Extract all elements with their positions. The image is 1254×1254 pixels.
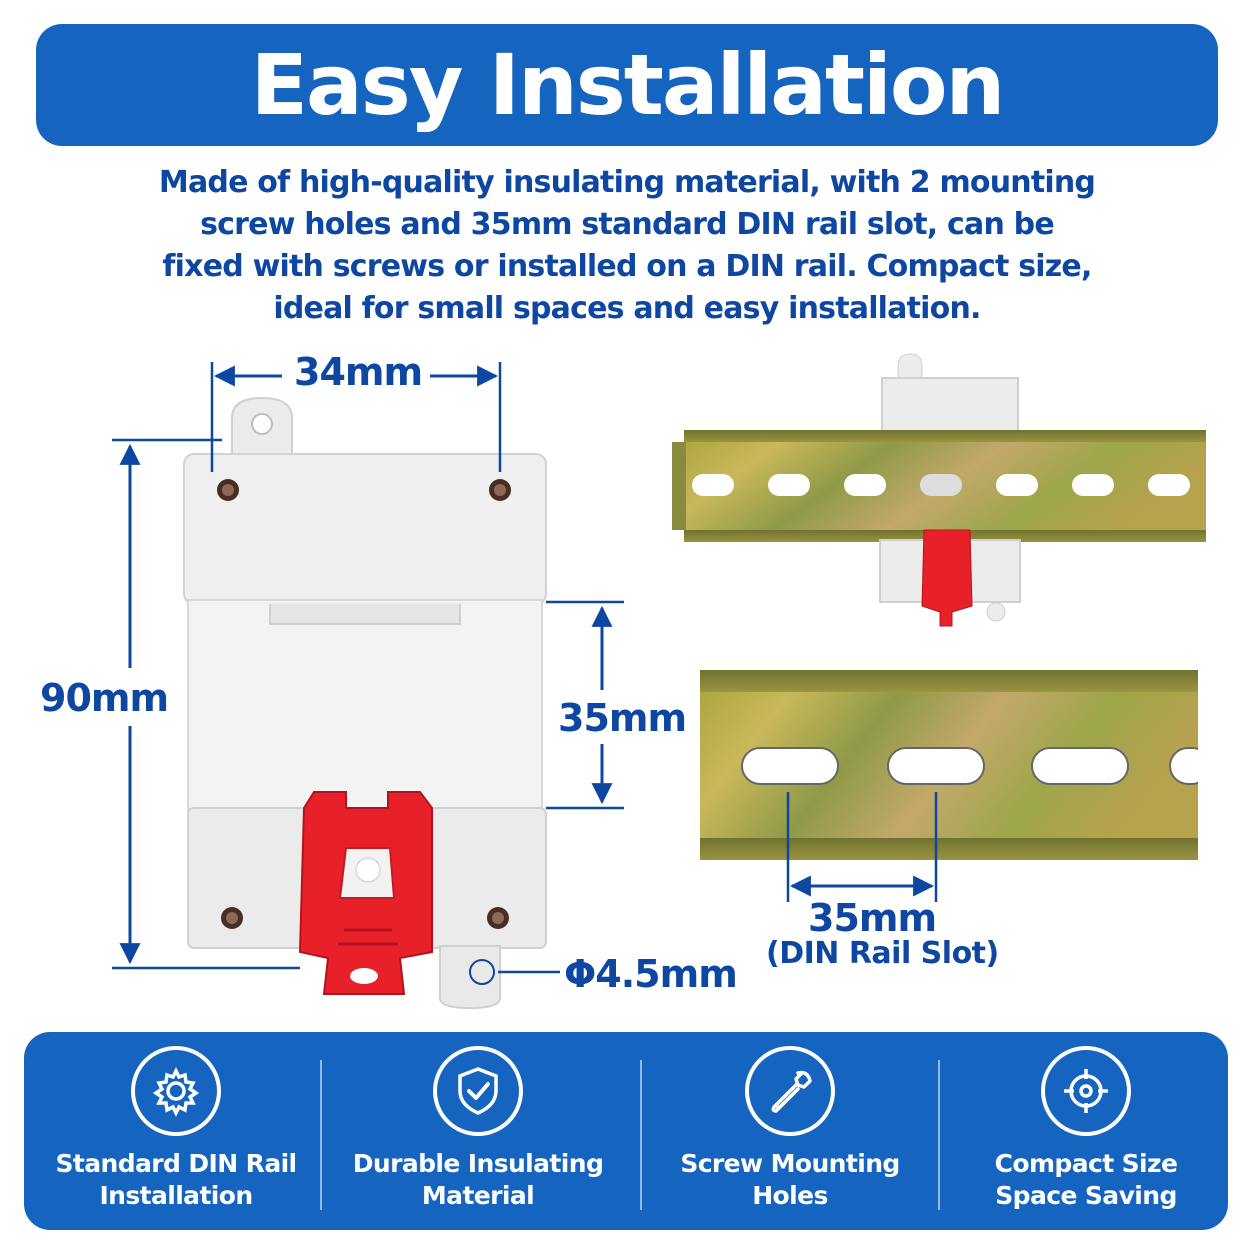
feature-insulating: Durable Insulating Material bbox=[342, 1032, 614, 1230]
din-clip bbox=[298, 791, 433, 995]
feature-label: Compact Size bbox=[994, 1149, 1178, 1178]
divider bbox=[640, 1060, 642, 1210]
divider bbox=[320, 1060, 322, 1210]
feature-label: Screw Mounting bbox=[680, 1149, 900, 1178]
shield-check-icon bbox=[433, 1046, 523, 1136]
height-label: 90mm bbox=[40, 676, 169, 720]
mounted-rail bbox=[672, 353, 1206, 627]
feature-din-rail: Standard DIN Rail Installation bbox=[46, 1032, 306, 1230]
product-illustration bbox=[112, 353, 1254, 1010]
feature-label: Material bbox=[421, 1181, 535, 1210]
feature-label: Space Saving bbox=[995, 1181, 1177, 1210]
dimension-lines bbox=[112, 362, 624, 985]
module-body bbox=[183, 396, 547, 1010]
wrench-icon bbox=[745, 1046, 835, 1136]
feature-label: Standard DIN Rail bbox=[55, 1149, 297, 1178]
feature-screw-holes: Screw Mounting Holes bbox=[666, 1032, 914, 1230]
hole-diameter-label: Φ4.5mm bbox=[564, 952, 738, 996]
crosshair-icon bbox=[1041, 1046, 1131, 1136]
description-line: screw holes and 35mm standard DIN rail s… bbox=[200, 207, 1055, 242]
rail-height-label: 35mm bbox=[558, 696, 687, 740]
feature-label: Durable Insulating bbox=[352, 1149, 604, 1178]
description-line: Made of high-quality insulating material… bbox=[158, 165, 1096, 200]
feature-bar: Standard DIN Rail Installation Durable I… bbox=[24, 1032, 1228, 1230]
width-label: 34mm bbox=[294, 350, 423, 394]
gear-icon bbox=[131, 1046, 221, 1136]
feature-label: Installation bbox=[99, 1181, 253, 1210]
description-line: ideal for small spaces and easy installa… bbox=[273, 291, 981, 326]
slot-caption: (DIN Rail Slot) bbox=[766, 936, 999, 971]
divider bbox=[938, 1060, 940, 1210]
description: Made of high-quality insulating material… bbox=[100, 162, 1154, 330]
page-title: Easy Installation bbox=[250, 36, 1006, 134]
feature-compact: Compact Size Space Saving bbox=[964, 1032, 1208, 1230]
slot-width-label: 35mm bbox=[808, 896, 937, 940]
title-banner: Easy Installation bbox=[36, 24, 1218, 146]
rail-closeup bbox=[700, 660, 1254, 902]
feature-label: Holes bbox=[752, 1181, 828, 1210]
description-line: fixed with screws or installed on a DIN … bbox=[162, 249, 1092, 284]
